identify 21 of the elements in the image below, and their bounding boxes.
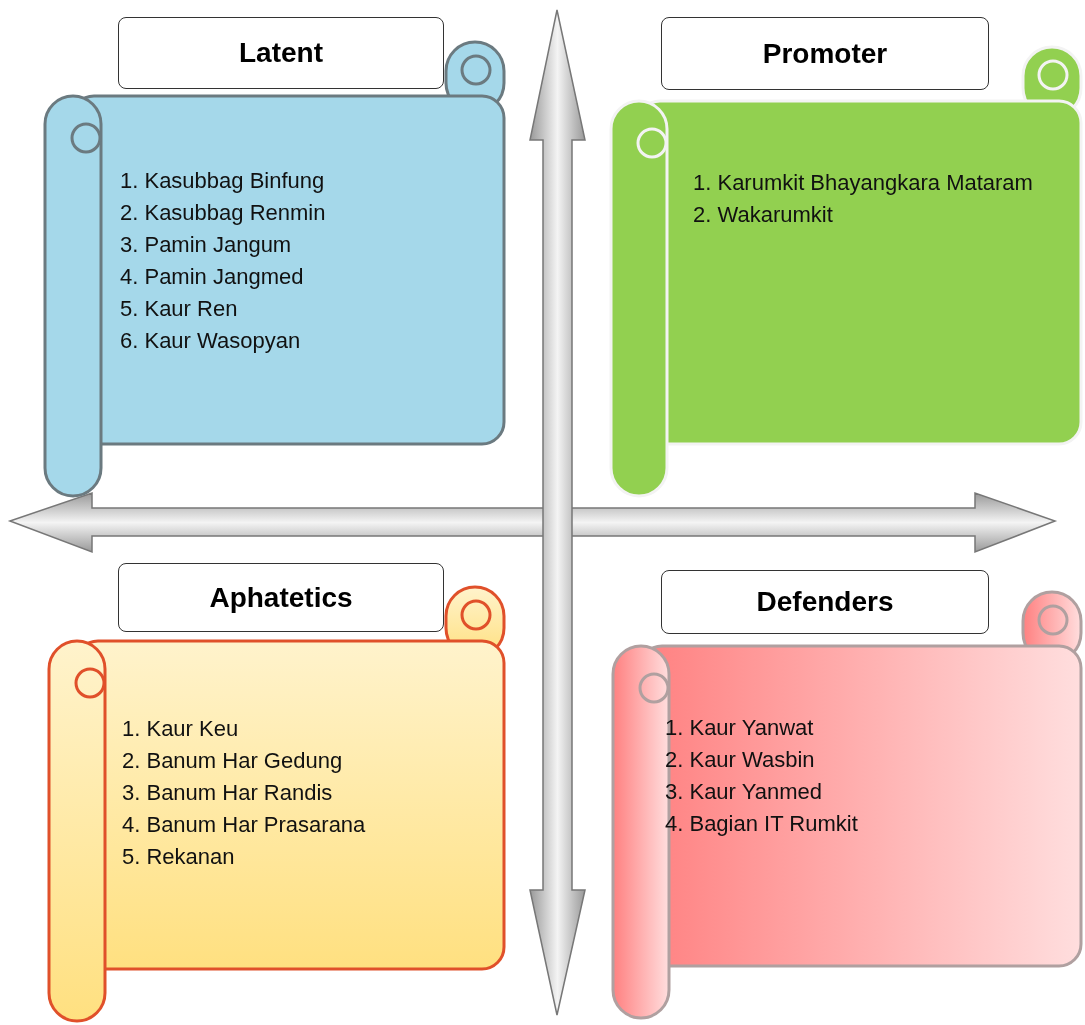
- quadrant-heading: Aphatetics: [118, 563, 444, 632]
- list-item: 2. Kaur Wasbin: [665, 746, 815, 774]
- list-item: 4. Banum Har Prasarana: [122, 811, 366, 839]
- list-item: 4. Pamin Jangmed: [120, 263, 304, 291]
- quadrant-heading: Latent: [118, 17, 444, 89]
- list-item: 1. Kaur Yanwat: [665, 714, 814, 742]
- list-item: 3. Banum Har Randis: [122, 779, 333, 807]
- list-item: 5. Rekanan: [122, 843, 236, 871]
- list-item: 2. Kasubbag Renmin: [120, 199, 326, 227]
- list-item: 5. Kaur Ren: [120, 295, 238, 323]
- quadrant-heading: Defenders: [661, 570, 989, 634]
- list-item: 2. Wakarumkit: [693, 201, 834, 229]
- list-item: 3. Pamin Jangum: [120, 231, 292, 259]
- list-item: 3. Kaur Yanmed: [665, 778, 822, 806]
- list-item: 1. Kaur Keu: [122, 715, 239, 743]
- list-item: 4. Bagian IT Rumkit: [665, 810, 858, 838]
- list-item: 2. Banum Har Gedung: [122, 747, 343, 775]
- list-item: 1. Karumkit Bhayangkara Mataram: [693, 169, 1033, 197]
- list-item: 1. Kasubbag Binfung: [120, 167, 325, 195]
- list-item: 6. Kaur Wasopyan: [120, 327, 301, 355]
- quadrant-heading: Promoter: [661, 17, 989, 90]
